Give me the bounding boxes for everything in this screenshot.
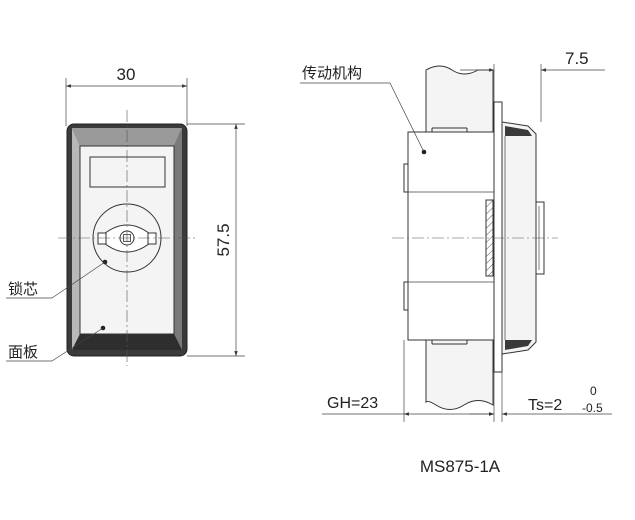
ts-value: Ts=2 — [528, 397, 562, 414]
panel-leader: 面板 — [6, 325, 106, 362]
mechanism-leader: 传动机构 — [300, 64, 427, 155]
label-window — [89, 156, 166, 188]
door-thickness — [493, 101, 503, 373]
front-width-dimension: 30 — [65, 65, 188, 126]
panel-label: 面板 — [8, 343, 38, 361]
ts-dimension: Ts=2 0 -0.5 — [470, 372, 612, 422]
gh-dimension: GH=23 — [322, 340, 495, 422]
bezel-right-bevel — [174, 128, 182, 350]
model-number: MS875-1A — [420, 457, 501, 476]
ts-tolerance-lower: -0.5 — [582, 401, 603, 415]
front-height-dimension: 57.5 — [187, 123, 245, 357]
mechanism-label: 传动机构 — [302, 64, 362, 82]
side-view: 传动机构 7.5 GH=23 Ts=2 0 -0.5 — [300, 49, 612, 422]
bezel-left-bevel — [72, 128, 80, 350]
gh-value: GH=23 — [327, 395, 378, 412]
front-view: 30 57.5 — [6, 65, 245, 366]
lock-core-label: 锁芯 — [8, 280, 38, 298]
offset-value: 7.5 — [565, 49, 589, 68]
front-height-value: 57.5 — [214, 223, 233, 256]
offset-dimension: 7.5 — [460, 49, 605, 122]
transmission-body — [407, 131, 495, 341]
lock-core-leader: 锁芯 — [6, 259, 108, 299]
front-width-value: 30 — [117, 65, 136, 84]
ts-tolerance-upper: 0 — [590, 384, 597, 398]
